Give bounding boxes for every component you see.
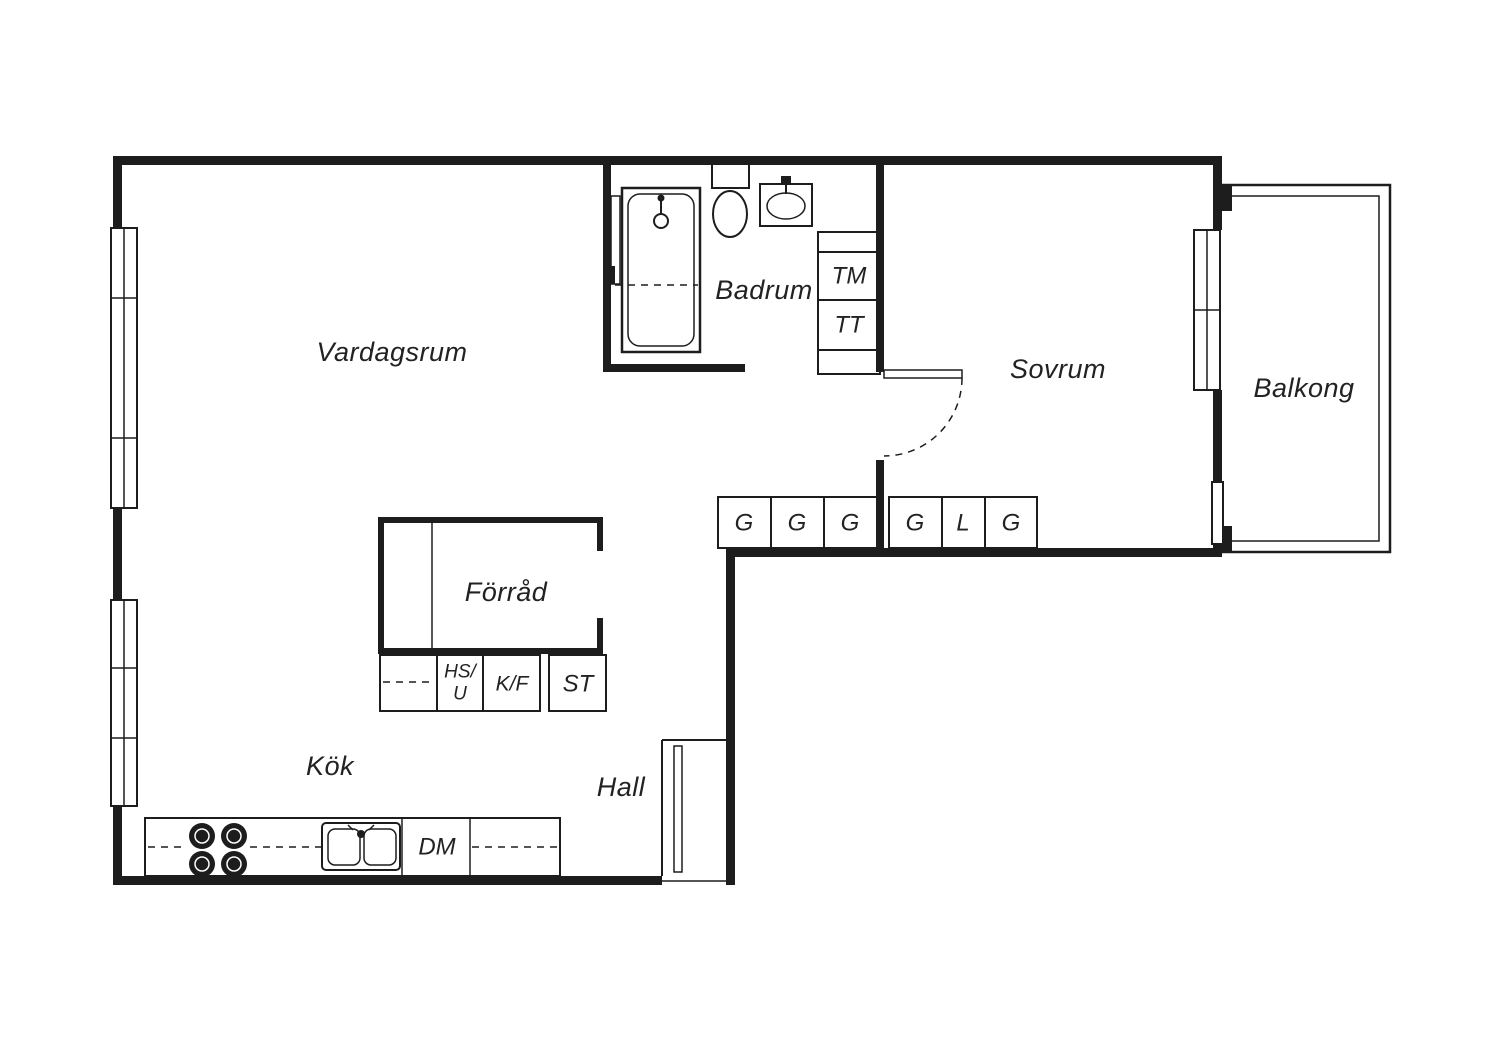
wardrobe-label-6: G [1002, 510, 1021, 537]
walls [113, 156, 1232, 885]
wall-right-upper [1213, 156, 1222, 230]
wall-bathroom-bottom [603, 364, 745, 372]
room-labels: Vardagsrum Badrum Sovrum Balkong Förråd … [306, 275, 1354, 802]
bathtub [620, 186, 702, 354]
wall-bedroom-lower [876, 460, 884, 557]
kitchen-sink [321, 822, 401, 871]
dishwasher-label: DM [418, 834, 455, 861]
balcony-door [1211, 481, 1224, 545]
wall-hall-right [726, 548, 735, 885]
bathroom-sink [759, 176, 813, 227]
wall-left-mid [113, 508, 122, 600]
bathroom-door [609, 195, 698, 286]
laundry-closet: TM TT [817, 231, 881, 375]
toilet [711, 161, 750, 238]
storage-label: Förråd [465, 577, 548, 607]
washing-machine-label: TM [832, 263, 867, 290]
wall-right-mid [1213, 390, 1222, 482]
wall-balcony-stub-top [1222, 185, 1232, 211]
wall-balcony-stub-bottom [1222, 526, 1232, 552]
tall-cabinet-label-line1: HS/ [444, 662, 477, 683]
kitchen-label: Kök [306, 751, 355, 781]
wall-left-upper [113, 156, 122, 228]
window-living-room [110, 227, 138, 509]
stove [189, 823, 247, 877]
window-bedroom [1193, 229, 1221, 391]
wall-bottom [113, 876, 662, 885]
wall-south-upper [726, 548, 1222, 557]
wardrobe-label-1: G [735, 510, 754, 537]
wall-left-lower [113, 806, 122, 885]
wardrobe-label-2: G [788, 510, 807, 537]
tumble-dryer-label: TT [834, 312, 866, 339]
tall-cabinet-label-line2: U [453, 684, 467, 705]
hall-label: Hall [597, 772, 646, 802]
wall-bathroom-left [603, 156, 611, 372]
bedroom-label: Sovrum [1010, 354, 1106, 384]
window-kitchen [110, 599, 138, 807]
entry-door [661, 739, 726, 882]
wardrobe-label-4: G [906, 510, 925, 537]
cleaning-cabinet-label: ST [563, 671, 596, 698]
kitchen-counter: DM [144, 817, 561, 877]
fridge-freezer-label: K/F [496, 673, 530, 696]
wall-right-lower [1213, 544, 1222, 557]
wall-top [113, 156, 1222, 165]
wardrobe-label-5: L [956, 510, 969, 537]
balcony-label: Balkong [1253, 373, 1354, 403]
bedroom-door [883, 369, 963, 457]
bathroom-label: Badrum [715, 275, 813, 305]
balcony-railing [1222, 183, 1392, 554]
living-room-label: Vardagsrum [316, 337, 467, 367]
appliance-row: HS/ U K/F ST [379, 654, 607, 712]
wardrobe-label-3: G [841, 510, 860, 537]
wardrobe-row: G G G G L G [717, 496, 1038, 549]
storage-room-walls [378, 517, 603, 654]
